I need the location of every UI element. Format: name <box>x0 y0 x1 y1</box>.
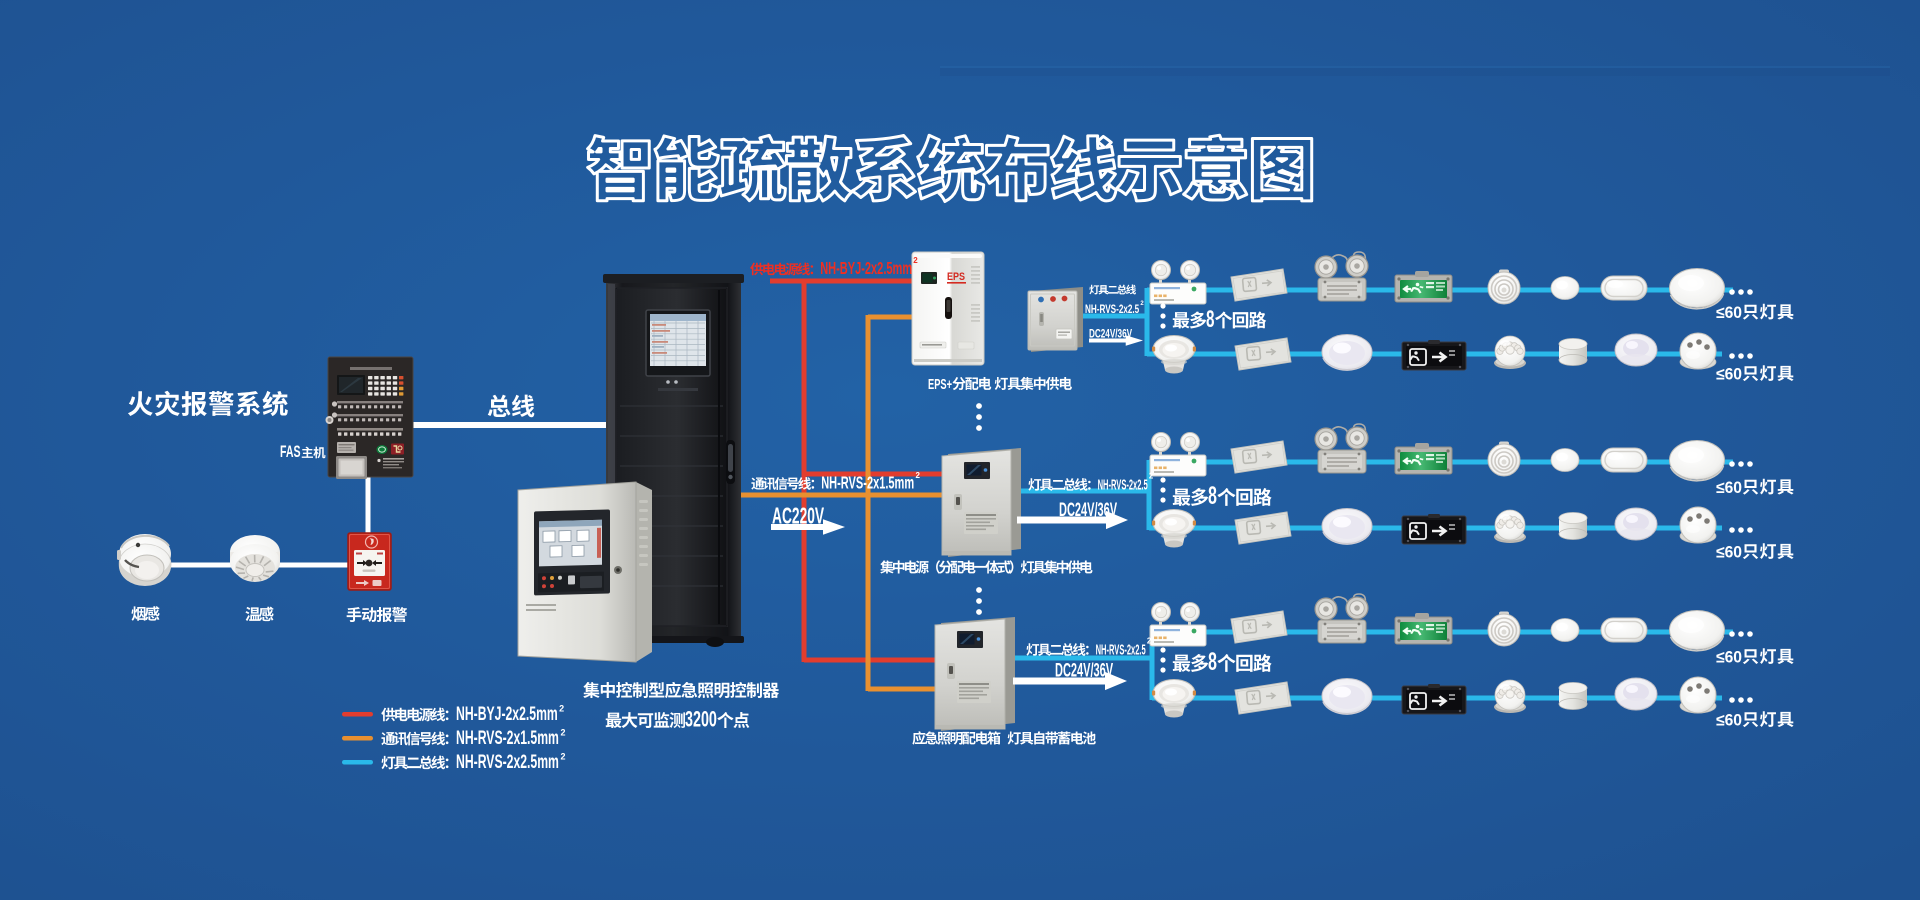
svg-text:≤60: ≤60 <box>1716 711 1742 729</box>
svg-text:3200: 3200 <box>685 706 717 731</box>
svg-text:EPS: EPS <box>947 271 965 283</box>
svg-text:NH-BYJ-2x2.5mm: NH-BYJ-2x2.5mm <box>456 703 558 724</box>
svg-text:2: 2 <box>561 752 566 762</box>
svg-text:2: 2 <box>1149 472 1154 481</box>
svg-text:DC24V/36V: DC24V/36V <box>1059 500 1118 521</box>
svg-text:DC24V/36V: DC24V/36V <box>1055 661 1114 682</box>
svg-text:NH-BYJ-2x2.5mm: NH-BYJ-2x2.5mm <box>820 260 912 279</box>
svg-text:8: 8 <box>1208 483 1217 510</box>
svg-text:2: 2 <box>1140 301 1144 307</box>
svg-text:8: 8 <box>1208 649 1217 676</box>
svg-text:8: 8 <box>1206 307 1214 333</box>
svg-text:DC24V/36V: DC24V/36V <box>1089 328 1132 341</box>
svg-text:2: 2 <box>1147 637 1152 646</box>
svg-text:EPS+: EPS+ <box>928 376 952 393</box>
svg-text:FAS: FAS <box>280 442 301 461</box>
svg-text:2: 2 <box>559 704 564 714</box>
svg-text:≤60: ≤60 <box>1716 304 1742 322</box>
svg-text:NH-RVS-2x2.5: NH-RVS-2x2.5 <box>1096 643 1146 658</box>
svg-text:NH-RVS-2x2.5: NH-RVS-2x2.5 <box>1098 478 1148 493</box>
svg-text:NH-RVS-2x2.5: NH-RVS-2x2.5 <box>1085 304 1139 317</box>
svg-text:≤60: ≤60 <box>1716 365 1742 383</box>
svg-text:≤60: ≤60 <box>1716 479 1742 497</box>
svg-text:≤60: ≤60 <box>1716 543 1742 561</box>
svg-text:NH-RVS-2x2.5mm: NH-RVS-2x2.5mm <box>456 751 559 772</box>
svg-text:2: 2 <box>561 728 566 738</box>
svg-text:≤60: ≤60 <box>1716 648 1742 666</box>
svg-text:2: 2 <box>913 256 918 265</box>
svg-text:NH-RVS-2x1.5mm: NH-RVS-2x1.5mm <box>456 727 559 748</box>
svg-text:NH-RVS-2x1.5mm: NH-RVS-2x1.5mm <box>821 474 914 493</box>
svg-text:2: 2 <box>916 471 921 480</box>
